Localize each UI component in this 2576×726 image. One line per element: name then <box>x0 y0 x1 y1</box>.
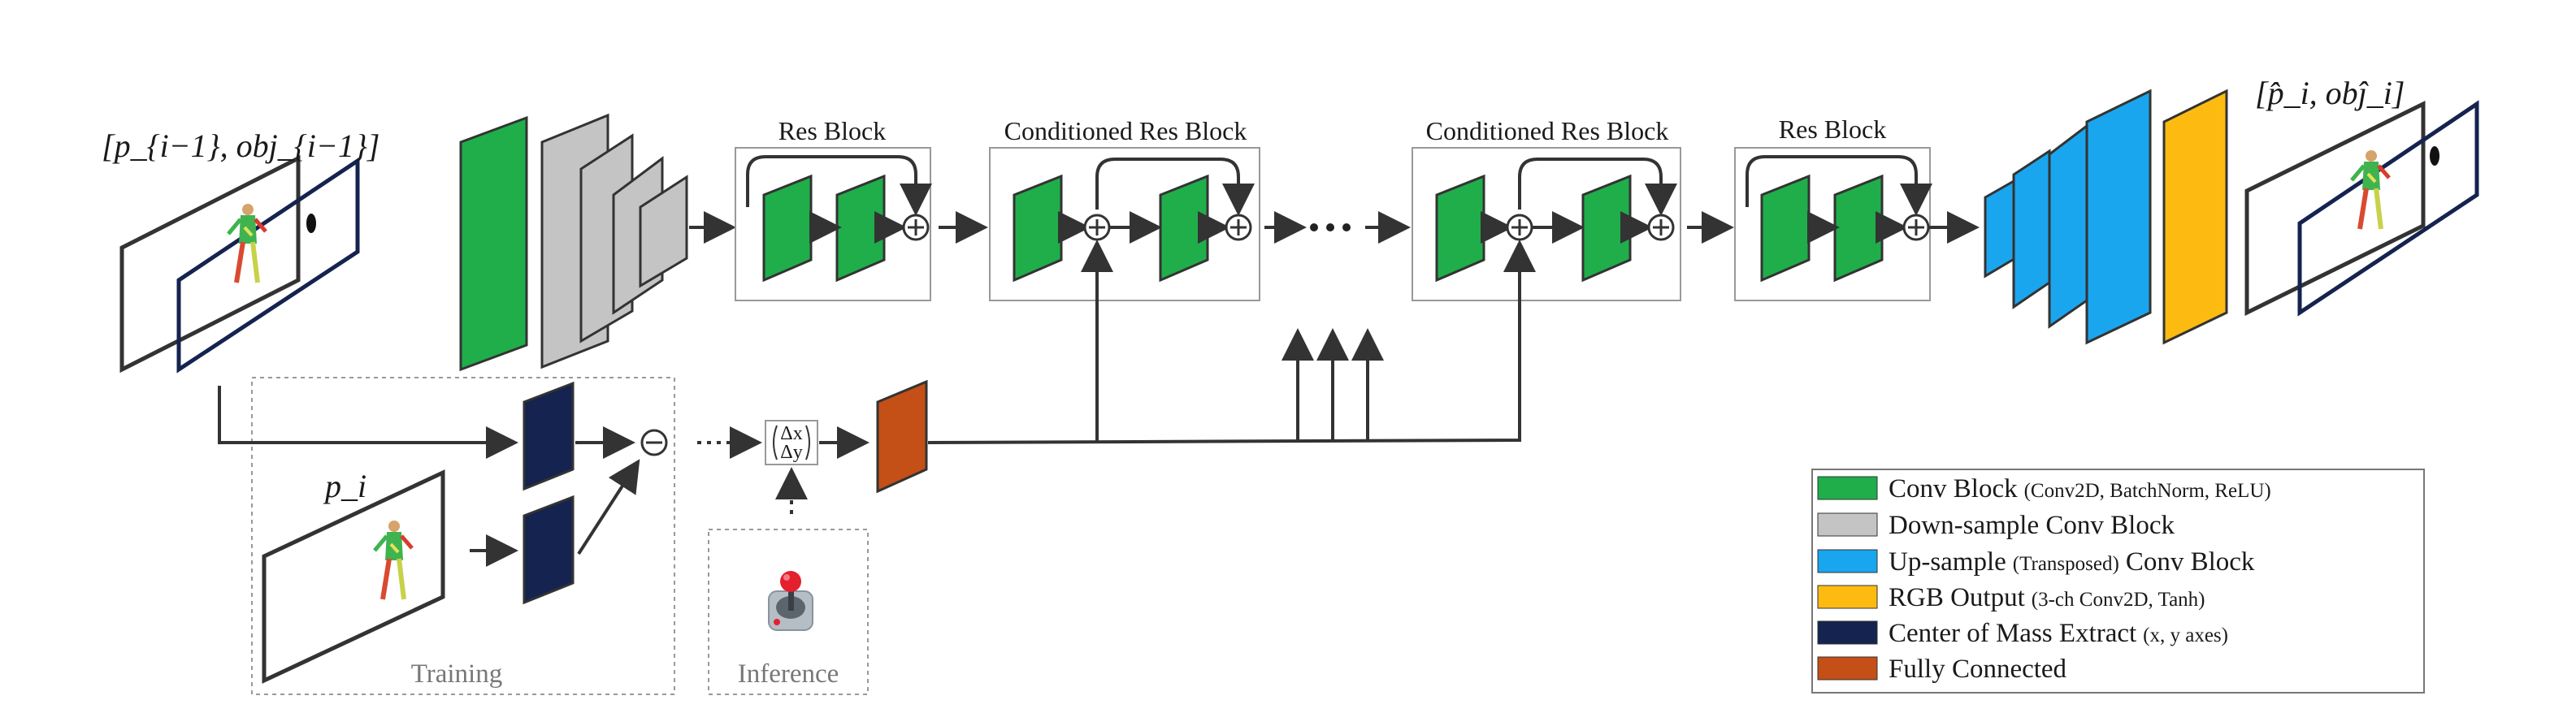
legend-swatch-rgb-output <box>1817 585 1878 609</box>
encoder-conv-block <box>459 115 528 372</box>
rgb-output-block <box>2162 89 2228 345</box>
legend: Conv Block(Conv2D, BatchNorm, ReLU) Down… <box>1811 469 2425 694</box>
legend-box <box>1811 469 2425 694</box>
legend-swatch-conv <box>1817 476 1878 500</box>
input-frames <box>119 154 360 374</box>
input-label: [p_{i−1}, obj_{i−1}] <box>102 127 379 164</box>
add-icon <box>1225 214 1252 241</box>
cond-res-block-2-conv-1 <box>1435 174 1485 283</box>
res-block-1-box <box>735 147 931 301</box>
input-frame-front <box>176 157 360 374</box>
decoder <box>1984 89 2228 345</box>
legend-item-com-extract: Center of Mass Extract(x, y axes) <box>1889 619 2228 648</box>
add-icon <box>902 214 930 241</box>
arrow-input-to-com <box>218 386 518 459</box>
ball-icon <box>2430 146 2439 166</box>
ball-icon <box>306 214 316 233</box>
cond-res-block-1-conv-2 <box>1159 174 1209 283</box>
res-block-2-conv-2 <box>1833 174 1884 283</box>
downsample-block-4 <box>639 175 688 288</box>
add-icon <box>1506 214 1533 241</box>
encoder <box>459 113 688 372</box>
training-label: Training <box>411 659 502 689</box>
upsample-block-2 <box>2012 149 2051 309</box>
legend-item-downsample: Down-sample Conv Block <box>1889 511 2175 540</box>
output-frame-front <box>2297 100 2479 317</box>
cond-res-block-1-box <box>989 147 1260 301</box>
res-block-2-skip <box>1746 155 1932 216</box>
com-extract-block-2 <box>523 495 575 605</box>
fully-connected-block <box>876 379 928 494</box>
inference-label: Inference <box>738 659 839 689</box>
upsample-block-4 <box>2085 89 2152 345</box>
cond-res-block-1-title: Conditioned Res Block <box>1004 116 1247 145</box>
upsample-block-3 <box>2048 123 2088 329</box>
add-icon <box>1647 214 1675 241</box>
input-frame-back <box>119 154 301 374</box>
legend-swatch-upsample <box>1817 549 1878 573</box>
legend-swatch-downsample <box>1817 512 1878 537</box>
training-box <box>251 377 675 695</box>
legend-item-upsample: Up-sample(Transposed)Conv Block <box>1889 547 2255 577</box>
pose-label: p_i <box>323 468 366 504</box>
cond-res-block-2-conv-2 <box>1581 174 1632 283</box>
conditioning-line-main <box>927 240 1536 444</box>
ellipsis-icon <box>1310 223 1351 231</box>
output-frames <box>2244 100 2479 317</box>
delta-x-label: Δx <box>780 423 802 444</box>
res-block-1-skip <box>746 155 932 216</box>
cond-res-block-1-skip <box>1095 158 1255 216</box>
legend-swatch-com-extract <box>1817 620 1878 645</box>
cond-res-block-2-skip <box>1518 158 1677 216</box>
res-block-2-title: Res Block <box>1779 115 1886 144</box>
com-extract-block-1 <box>523 381 575 491</box>
subtract-icon <box>640 429 668 456</box>
delta-y-label: Δy <box>780 442 802 463</box>
legend-item-conv: Conv Block(Conv2D, BatchNorm, ReLU) <box>1889 474 2271 503</box>
output-label: [p̂_i, obĵ_i] <box>2255 75 2405 111</box>
res-block-1-conv-1 <box>762 174 813 283</box>
cond-res-block-2-title: Conditioned Res Block <box>1426 116 1669 145</box>
output-frame-back <box>2244 100 2426 317</box>
legend-item-rgb-output: RGB Output(3-ch Conv2D, Tanh) <box>1889 583 2205 612</box>
add-icon <box>1902 214 1930 241</box>
res-block-1-conv-2 <box>835 174 886 283</box>
cond-res-block-1-conv-1 <box>1013 174 1063 283</box>
upsample-block-1 <box>1984 178 2017 279</box>
cond-res-block-2-box <box>1412 147 1681 301</box>
res-block-1-title: Res Block <box>778 116 886 145</box>
add-icon <box>1083 214 1111 241</box>
legend-item-fully-connected: Fully Connected <box>1889 655 2067 684</box>
joystick-icon <box>768 571 813 631</box>
res-block-2-conv-1 <box>1760 174 1811 283</box>
legend-swatch-fully-connected <box>1817 656 1878 681</box>
res-block-2-box <box>1734 147 1931 301</box>
